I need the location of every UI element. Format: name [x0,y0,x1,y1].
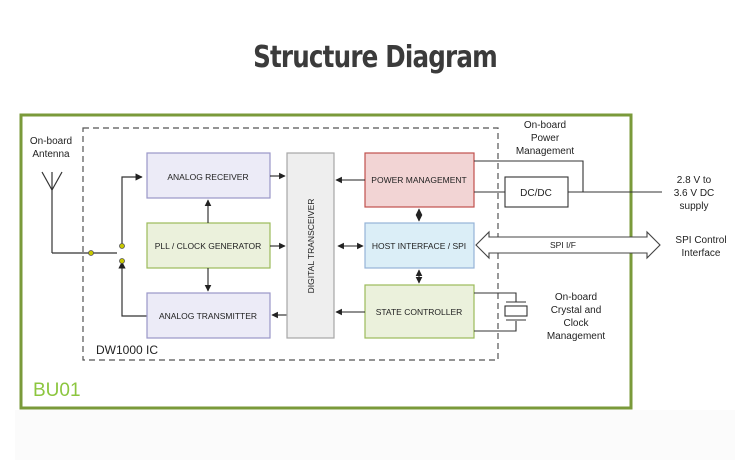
power-lines [474,160,662,193]
analog-receiver-label: ANALOG RECEIVER [167,172,248,182]
supply-label-2: 3.6 V DC [674,188,715,199]
rf-switch [118,173,150,317]
analog-transmitter-block [146,292,271,339]
spi-control-label-1: SPI Control [675,235,726,246]
antenna-label-1: On-board [30,136,72,147]
crystal-label-2: Crystal and [551,305,602,316]
power-label-2: Power [531,133,560,144]
power-label-3: Management [516,146,575,157]
supply-label-3: supply [680,201,709,212]
analog-transmitter-label: ANALOG TRANSMITTER [159,311,257,321]
host-interface-block [364,222,475,269]
switch-contact-bottom [119,258,125,264]
power-management-label: POWER MANAGEMENT [371,175,466,185]
crystal-label-4: Management [547,331,606,342]
crystal-icon [474,292,528,332]
page-title: Structure Diagram [253,40,498,75]
antenna-label-2: Antenna [32,149,70,160]
dcdc-block [504,176,569,208]
spi-double-arrow [475,230,661,260]
pll-clock-label: PLL / CLOCK GENERATOR [155,241,262,251]
junction-dot [88,250,94,256]
ic-label: DW1000 IC [96,343,158,357]
supply-label-1: 2.8 V to [677,175,712,186]
module-label: BU01 [33,380,81,401]
state-controller-label: STATE CONTROLLER [376,307,463,317]
antenna-icon [41,171,117,254]
digital-connections [335,176,423,316]
state-controller-block [364,284,475,339]
digital-transceiver-block [286,152,335,339]
pll-connections [204,172,287,319]
crystal-label-3: Clock [563,318,589,329]
switch-contact-top [119,243,125,249]
crystal-label-1: On-board [555,292,597,303]
footer-band [15,410,735,460]
power-management-block [364,152,475,208]
host-interface-label: HOST INTERFACE / SPI [372,241,466,251]
power-label-1: On-board [524,120,566,131]
digital-transceiver-label: DIGITAL TRANSCEIVER [306,199,316,294]
dcdc-label: DC/DC [520,188,552,199]
spi-if-label: SPI I/F [550,240,576,250]
spi-control-label-2: Interface [682,248,721,259]
